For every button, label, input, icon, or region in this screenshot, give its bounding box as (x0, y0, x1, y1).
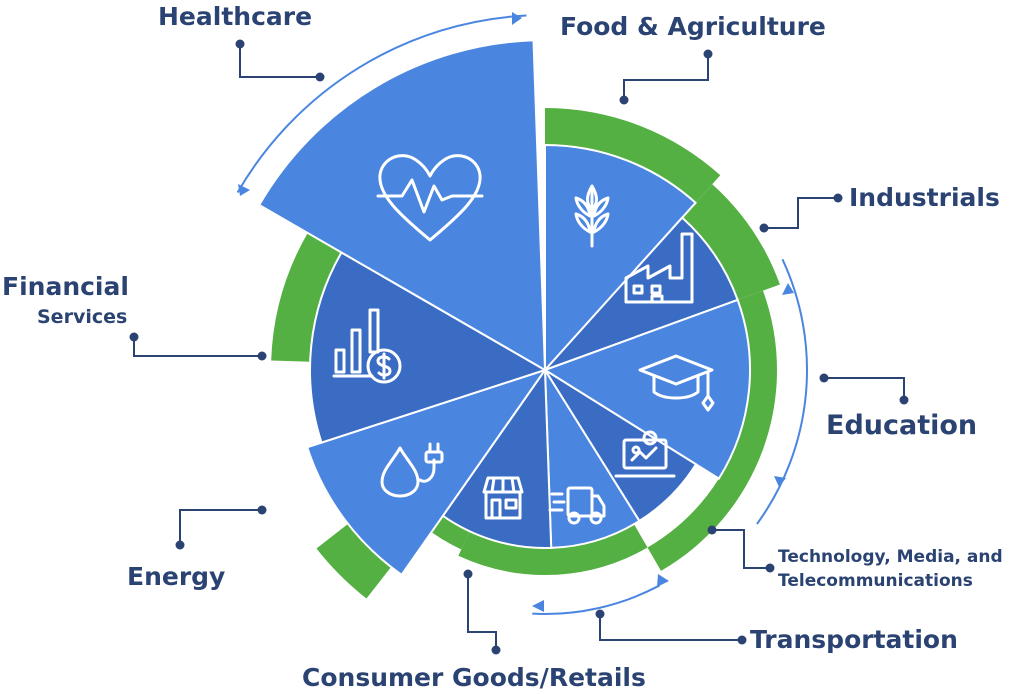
food-agriculture-label: Food & Agriculture (560, 12, 826, 41)
graduation-cap-icon (638, 354, 715, 412)
delivery-truck-icon (548, 486, 606, 525)
transportation-label: Transportation (750, 625, 958, 654)
green-ring-tech-ring (545, 524, 648, 575)
green-ring-food-ring (545, 108, 721, 203)
wedge-financial (309, 251, 548, 444)
industrials-label: Industrials (849, 183, 1000, 212)
arrowhead (532, 600, 544, 612)
energy-label: Energy (127, 562, 225, 591)
green-ring-transport-ring (458, 531, 545, 575)
financial-label-line1: Financial (2, 272, 129, 301)
arrowhead (774, 476, 786, 487)
chart-dollar-icon (332, 308, 402, 384)
education-arc-arrow (756, 258, 808, 525)
sector-wedges (257, 39, 751, 577)
wedge-healthcare (257, 39, 547, 372)
transportation-arc-arrow (532, 584, 661, 615)
healthcare-arc-arrow (236, 14, 527, 194)
technology-label-line2: Telecommunications (778, 571, 973, 591)
heart-pulse-icon (376, 154, 484, 242)
arrowhead (238, 184, 250, 196)
drop-plug-icon (380, 442, 444, 498)
laptop-gear-icon (614, 430, 676, 478)
wedge-consumer (441, 366, 553, 549)
leader-lines (129, 39, 909, 655)
green-ring-education-ring (647, 290, 777, 571)
arrowhead (512, 12, 522, 25)
arrowhead (657, 574, 669, 587)
factory-icon (624, 232, 694, 304)
education-label: Education (826, 410, 977, 441)
storefront-icon (482, 476, 524, 520)
green-ring-industrials-ring (682, 184, 780, 300)
wedge-energy (305, 368, 548, 577)
arrowhead (782, 283, 794, 295)
consumer-goods-label: Consumer Goods/Retails (302, 663, 646, 692)
technology-label-line1: Technology, Media, and (778, 547, 1003, 567)
wedge-education (542, 298, 751, 481)
green-ring-financial-ring (271, 233, 342, 362)
wheat-icon (574, 184, 610, 248)
financial-label-line2: Services (37, 306, 127, 328)
highlight-arrows (236, 12, 808, 615)
healthcare-label: Healthcare (158, 2, 312, 31)
green-outer-rings (271, 108, 780, 599)
